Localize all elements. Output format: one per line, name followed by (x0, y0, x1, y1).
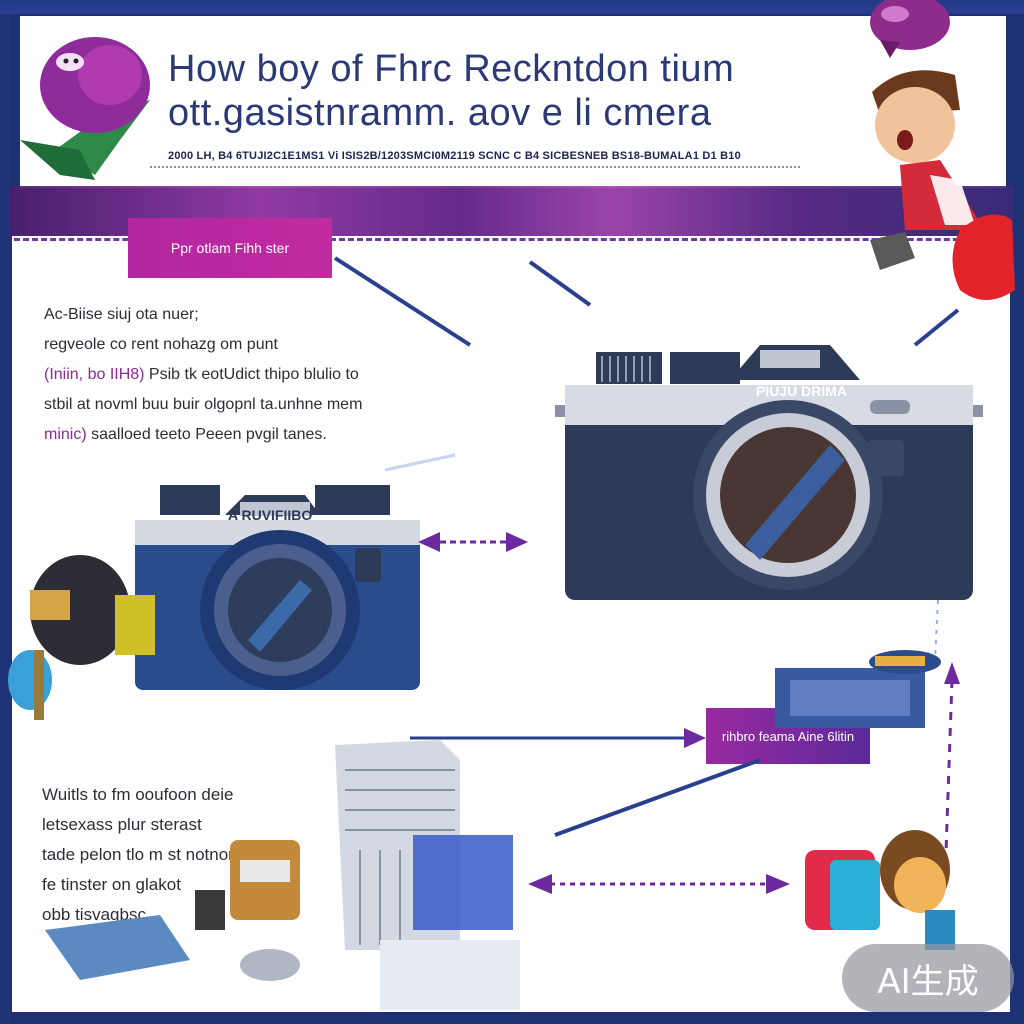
page-title-line-1: How boy of Fhrc Reckntdon tium (168, 48, 735, 90)
arrow-line-1 (333, 256, 472, 347)
paragraph-block-b: Wuitls to fm ooufoon deie letsexass plur… (42, 780, 234, 930)
paragraph-a-line-1: Ac-Biise siuj ota nuer; (44, 306, 199, 323)
arrow-line-3 (913, 308, 960, 347)
arrow-line-5 (554, 758, 761, 837)
paragraph-a-line-5: minic) saalloed teeto Peeen pvgil tanes. (44, 426, 327, 443)
paragraph-b-line-5: obb tisvagbsc (42, 905, 146, 924)
vertical-dotted-arrow (943, 679, 954, 881)
ai-generated-watermark: AI生成 (842, 944, 1014, 1012)
paragraph-b-line-2: letsexass plur sterast (42, 815, 202, 834)
red-splash-icon (870, 214, 1015, 300)
device-box-icon (775, 650, 941, 728)
header-card (20, 16, 1006, 188)
paragraph-b-line-3: tade pelon tlo m st notnor (42, 845, 234, 864)
top-callout-tag: Ppr otlam Fihh ster (128, 218, 332, 278)
page-title-line-2: ott.gasistnramm. aov e li cmera (168, 92, 712, 134)
small-camera-icon (135, 485, 420, 690)
dashed-divider (14, 238, 1004, 244)
photographer-character-icon (8, 555, 155, 720)
paragraph-block-a: Ac-Biise siuj ota nuer; regveole co rent… (44, 300, 362, 450)
paragraph-a-line-2: regveole co rent nohazg om punt (44, 336, 278, 353)
large-camera-brand: PIUJU DRIMA (756, 383, 847, 399)
small-camera-brand: A RUVIFIIBO (228, 507, 312, 523)
header-dotted-rule (150, 166, 800, 172)
paragraph-b-line-1: Wuitls to fm ooufoon deie (42, 785, 234, 804)
paragraph-b-line-4: fe tinster on glakot (42, 875, 181, 894)
girl-character-icon (805, 830, 955, 950)
balloon-icon (870, 0, 950, 58)
arrow-line-4 (384, 453, 456, 472)
large-camera-icon (555, 345, 983, 600)
boy-cartoon-icon (872, 70, 985, 230)
flower-mascot-icon (20, 37, 150, 180)
arrow-line-2 (528, 260, 592, 307)
building-machine-icon (335, 740, 520, 1010)
paragraph-a-line-3: (Iniin, bo IIH8) Psib tk eotUdict thipo … (44, 366, 359, 383)
header-meta-text: 2000 LH, B4 6TUJI2C1E1MS1 Vi ISIS2B/1203… (168, 150, 741, 162)
paragraph-a-line-4: stbil at novml buu buir olgopnl ta.unhne… (44, 396, 363, 413)
tools-cluster-icon (45, 840, 300, 981)
